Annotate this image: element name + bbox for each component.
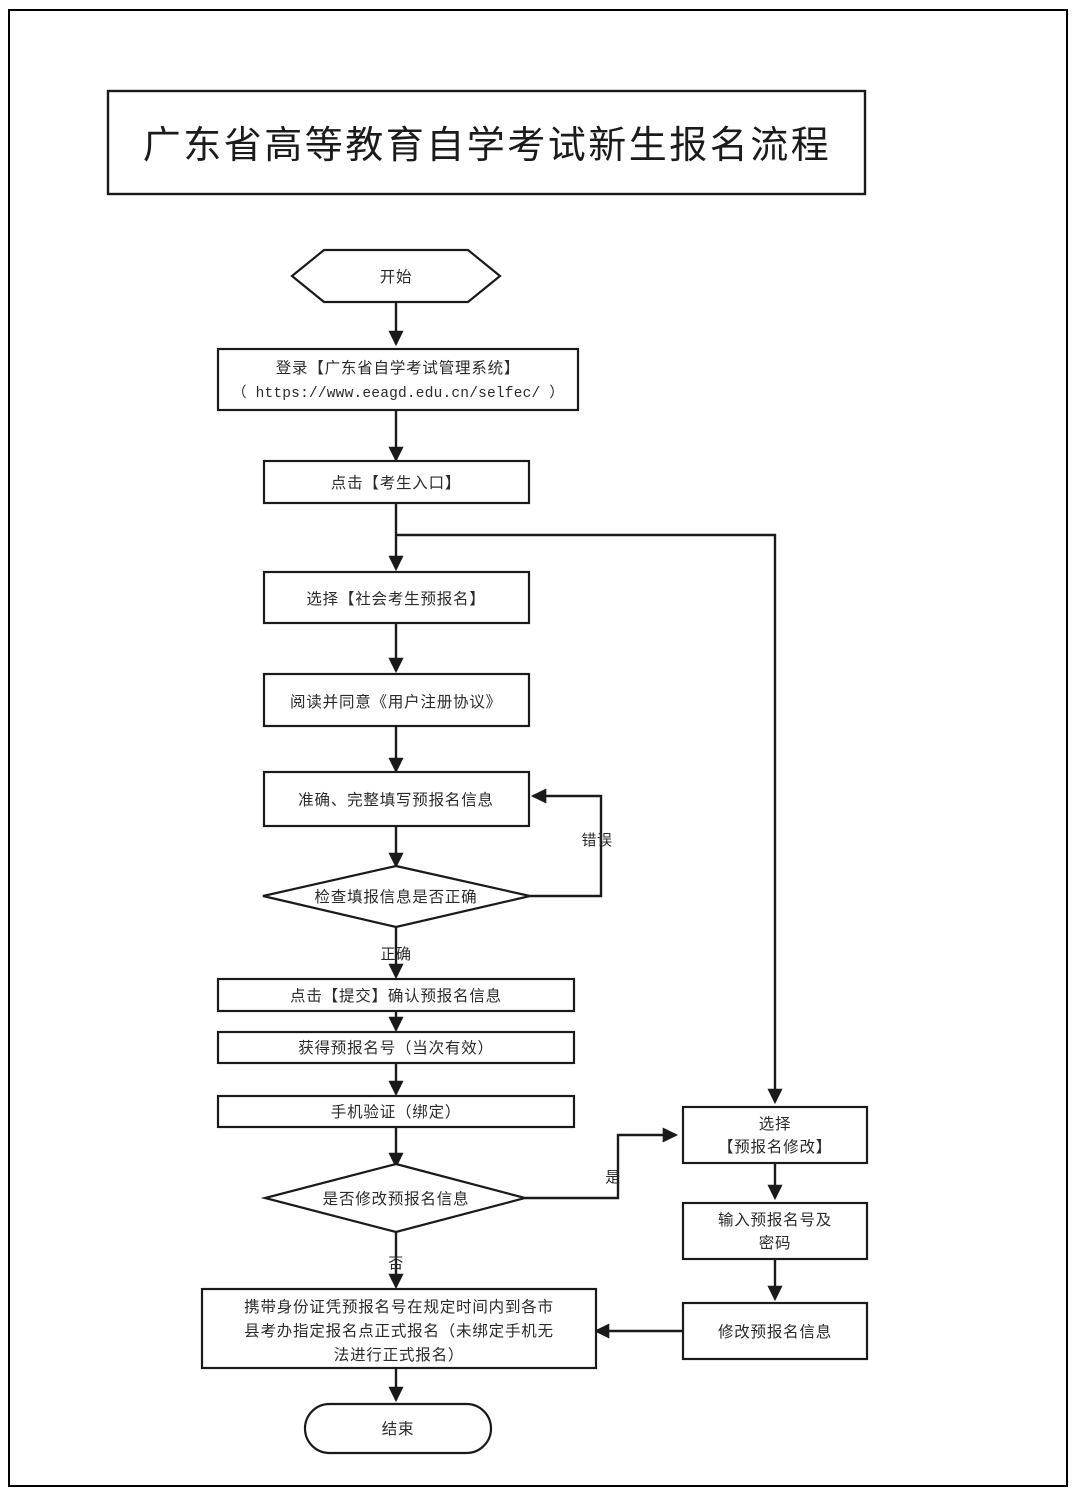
node-getnumber[interactable]: 获得预报名号（当次有效） [216,1030,576,1065]
edge-entrance-to-selectmod [396,533,783,1105]
node-modifyinfo[interactable]: 修改预报名信息 [681,1301,869,1361]
node-phone[interactable]: 手机验证（绑定） [216,1094,576,1129]
node-fillinfo[interactable]: 准确、完整填写预报名信息 [262,770,531,828]
node-submit[interactable]: 点击【提交】确认预报名信息 [216,977,576,1013]
node-login-label-line1: 登录【广东省自学考试管理系统】 [276,359,521,377]
node-login[interactable]: 登录【广东省自学考试管理系统】 （ https://www.eeagd.edu.… [216,347,580,412]
node-submit-label: 点击【提交】确认预报名信息 [290,987,502,1005]
node-inputnum-label-line2: 密码 [759,1234,792,1252]
node-formal-label-line2: 县考办指定报名点正式报名（未绑定手机无 [244,1322,554,1340]
node-selectmod-label-line2: 【预报名修改】 [718,1138,832,1156]
node-formal-label-line3: 法进行正式报名） [334,1346,464,1364]
page-border [8,9,1068,1487]
node-agreement[interactable]: 阅读并同意《用户注册协议》 [262,672,531,728]
connectors: 错误 正确 是 否 [380,302,783,1403]
node-selectmod-label-line1: 选择 [759,1115,792,1133]
node-modifyinfo-label: 修改预报名信息 [718,1323,832,1341]
node-formal-label-line1: 携带身份证凭预报名号在规定时间内到各市 [244,1298,554,1316]
page-title: 广东省高等教育自学考试新生报名流程 [143,125,832,167]
edge-label-error: 错误 [581,832,612,849]
node-phone-label: 手机验证（绑定） [331,1103,461,1121]
node-inputnum-label-line1: 输入预报名号及 [718,1211,832,1229]
node-selectmod[interactable]: 选择 【预报名修改】 [681,1105,869,1165]
edge-label-yes: 是 [605,1170,621,1186]
node-prereg[interactable]: 选择【社会考生预报名】 [262,570,531,625]
node-inputnum[interactable]: 输入预报名号及 密码 [681,1201,869,1261]
edge-label-correct: 正确 [380,946,411,963]
node-agreement-label: 阅读并同意《用户注册协议》 [290,692,502,711]
node-entrance[interactable]: 点击【考生入口】 [262,459,531,505]
node-modifyq[interactable]: 是否修改预报名信息 [260,1162,530,1234]
edge-label-no: 否 [388,1256,404,1272]
node-modifyq-label: 是否修改预报名信息 [323,1190,470,1208]
node-end[interactable]: 结束 [303,1402,493,1455]
node-checkinfo-label: 检查填报信息是否正确 [314,888,477,906]
node-login-label-line2: （ https://www.eeagd.edu.cn/selfec/ ） [232,384,564,402]
node-prereg-label: 选择【社会考生预报名】 [306,590,485,608]
node-checkinfo[interactable]: 检查填报信息是否正确 [262,864,531,929]
edge-modifyq-yes-to-selectmod [525,1127,679,1200]
node-end-label: 结束 [382,1420,415,1438]
node-formal[interactable]: 携带身份证凭预报名号在规定时间内到各市 县考办指定报名点正式报名（未绑定手机无 … [200,1287,598,1370]
node-fillinfo-label: 准确、完整填写预报名信息 [298,791,494,809]
title-box: 广东省高等教育自学考试新生报名流程 [106,89,867,196]
edge-checkinfo-error-to-fillinfo [530,788,603,898]
node-start[interactable]: 开始 [290,248,502,304]
node-getnumber-label: 获得预报名号（当次有效） [298,1039,494,1057]
node-entrance-label: 点击【考生入口】 [331,474,461,492]
node-start-label: 开始 [380,268,413,286]
